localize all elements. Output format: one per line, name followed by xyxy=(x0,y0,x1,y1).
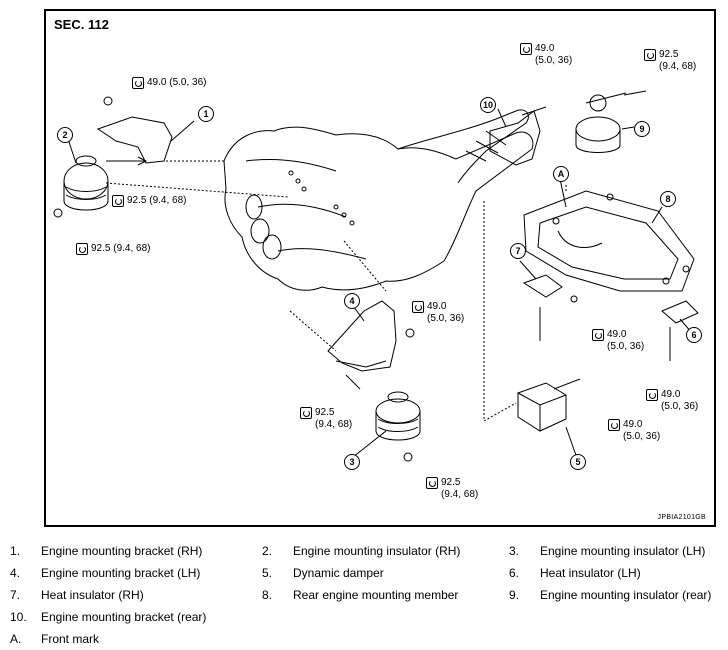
damper-shape xyxy=(517,382,567,432)
callout-9: 9 xyxy=(634,121,650,137)
rh-heat-insulator-shape xyxy=(522,274,563,298)
callout-8: 8 xyxy=(660,191,676,207)
torque-spec: 49.0 (5.0, 36) xyxy=(132,77,206,89)
rear-insulator-shape xyxy=(575,116,621,142)
torque-wrench-icon xyxy=(76,243,88,255)
lh-insulator-shape xyxy=(375,398,421,424)
torque-spec: 49.0(5.0, 36) xyxy=(608,419,660,443)
torque-spec: 49.0(5.0, 36) xyxy=(592,329,644,353)
image-code: JPBIA2101GB xyxy=(657,514,706,521)
torque-spec: 92.5(9.4, 68) xyxy=(300,407,352,431)
torque-wrench-icon xyxy=(608,419,620,431)
torque-wrench-icon xyxy=(520,43,532,55)
lh-bracket-shape xyxy=(327,300,397,372)
callout-10: 10 xyxy=(480,97,496,113)
section-label: SEC. 112 xyxy=(54,17,109,32)
callout-1: 1 xyxy=(198,106,214,122)
callout-7: 7 xyxy=(510,243,526,259)
lh-heat-insulator-shape xyxy=(661,300,699,324)
torque-wrench-icon xyxy=(412,301,424,313)
torque-wrench-icon xyxy=(644,49,656,61)
rh-bracket-shape xyxy=(96,116,173,164)
torque-wrench-icon xyxy=(112,195,124,207)
torque-wrench-icon xyxy=(592,329,604,341)
torque-spec: 92.5(9.4, 68) xyxy=(644,49,696,73)
rear-bracket-shape xyxy=(489,110,541,166)
torque-wrench-icon xyxy=(300,407,312,419)
diagram-frame: SEC. 112 JPBIA2101GB 49.0 (5.0, 36) 92.5… xyxy=(44,9,716,527)
torque-wrench-icon xyxy=(132,77,144,89)
torque-spec: 49.0(5.0, 36) xyxy=(412,301,464,325)
exploded-view-drawing xyxy=(53,90,699,462)
torque-wrench-icon xyxy=(646,389,658,401)
callout-6: 6 xyxy=(686,327,702,343)
torque-spec: 92.5(9.4, 68) xyxy=(426,477,478,501)
callout-5: 5 xyxy=(570,454,586,470)
callout-4: 4 xyxy=(344,293,360,309)
rh-insulator-shape xyxy=(63,162,109,200)
torque-spec: 49.0(5.0, 36) xyxy=(520,43,572,67)
torque-spec: 92.5 (9.4, 68) xyxy=(112,195,186,207)
callout-3: 3 xyxy=(344,454,360,470)
torque-spec: 49.0(5.0, 36) xyxy=(646,389,698,413)
engine-outline xyxy=(223,126,534,291)
callout-a: A xyxy=(553,166,569,182)
callout-2: 2 xyxy=(57,127,73,143)
torque-spec: 92.5 (9.4, 68) xyxy=(76,243,150,255)
torque-wrench-icon xyxy=(426,477,438,489)
rear-member-shape xyxy=(523,190,695,292)
